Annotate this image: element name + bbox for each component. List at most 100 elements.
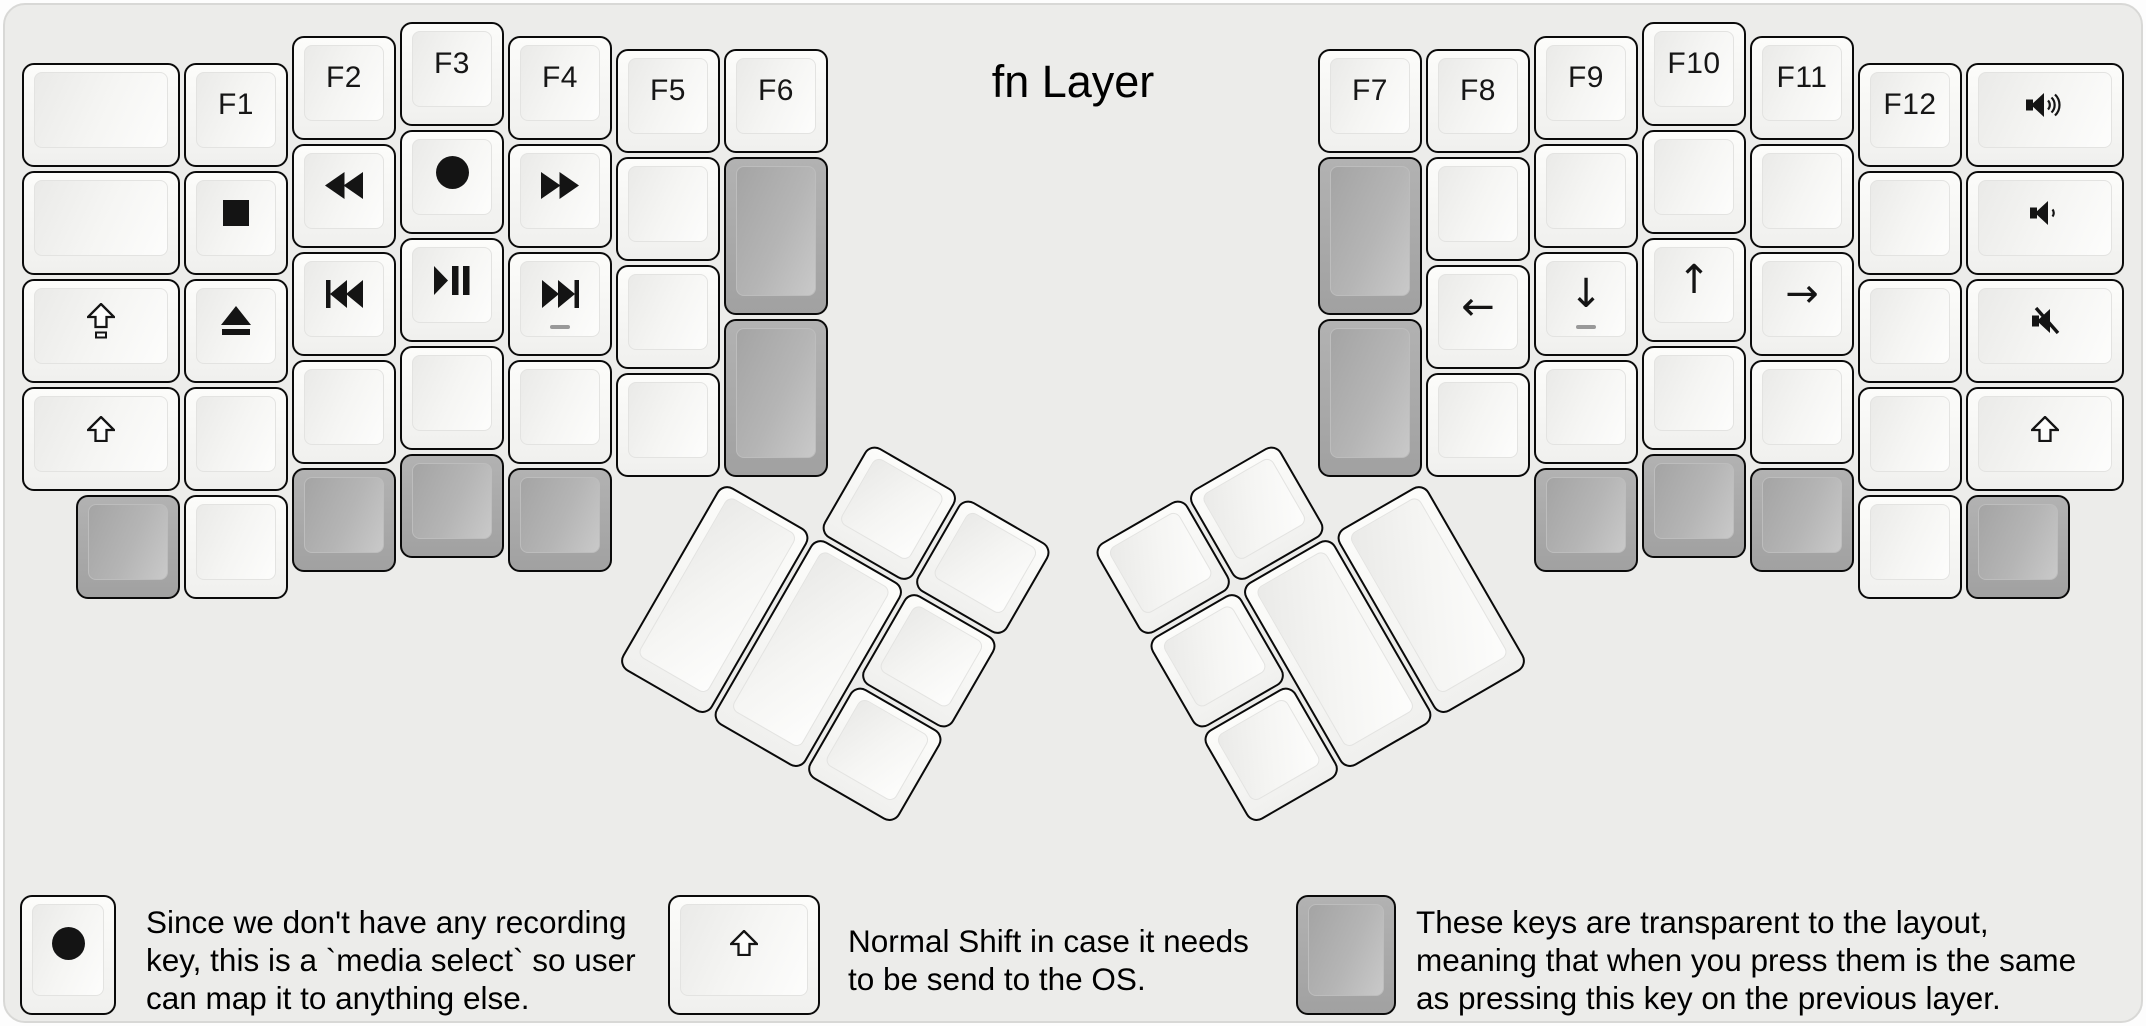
legend-line: key, this is a `media select` so user bbox=[146, 942, 636, 978]
key-volume-up[interactable] bbox=[1966, 62, 2124, 167]
keycap-surface bbox=[34, 179, 168, 256]
key-blank[interactable] bbox=[1750, 359, 1854, 464]
key-transparent[interactable] bbox=[1966, 494, 2070, 599]
keycap-surface bbox=[1762, 44, 1842, 121]
key-blank[interactable] bbox=[184, 386, 288, 491]
key-shift[interactable] bbox=[22, 386, 180, 491]
key-transparent[interactable] bbox=[292, 467, 396, 572]
key-blank[interactable] bbox=[1858, 494, 1962, 599]
key-media-select-record[interactable] bbox=[400, 130, 504, 234]
key-blank[interactable] bbox=[400, 346, 504, 450]
key-transparent[interactable] bbox=[1750, 467, 1854, 572]
key-caps-shift[interactable] bbox=[22, 278, 180, 383]
shift-icon bbox=[2031, 415, 2059, 442]
key-transparent[interactable] bbox=[1318, 157, 1422, 315]
key-blank[interactable] bbox=[292, 359, 396, 464]
key-transparent[interactable] bbox=[1318, 319, 1422, 477]
keycap-surface bbox=[1330, 58, 1410, 134]
key-f2[interactable]: F2 bbox=[292, 35, 396, 140]
keycap-surface bbox=[628, 166, 708, 242]
keycap-surface bbox=[1546, 476, 1626, 553]
keycap-surface bbox=[88, 503, 168, 580]
keycap-surface bbox=[1762, 368, 1842, 445]
key-f3[interactable]: F3 bbox=[400, 22, 504, 126]
key-blank[interactable] bbox=[616, 157, 720, 261]
key-transparent[interactable] bbox=[1534, 467, 1638, 572]
key-label: F6 bbox=[757, 74, 794, 107]
key-arrow-left[interactable]: ← bbox=[1426, 265, 1530, 369]
key-transparent[interactable] bbox=[508, 467, 612, 572]
legend-text: These keys are transparent to the layout… bbox=[1416, 903, 2076, 1017]
keycap-surface bbox=[1978, 71, 2112, 148]
key-mute[interactable] bbox=[1966, 278, 2124, 383]
key-label: F2 bbox=[325, 60, 362, 94]
key-arrow-up[interactable]: ↑ bbox=[1642, 238, 1746, 342]
key-f11[interactable]: F11 bbox=[1750, 35, 1854, 140]
key-label: F7 bbox=[1351, 74, 1388, 107]
next-track-icon bbox=[541, 279, 579, 308]
key-label: F9 bbox=[1567, 60, 1604, 94]
key-transparent[interactable] bbox=[400, 454, 504, 558]
keycap-surface bbox=[1654, 139, 1734, 215]
key-prev-track[interactable] bbox=[292, 251, 396, 356]
key-f8[interactable]: F8 bbox=[1426, 49, 1530, 153]
key-blank[interactable] bbox=[616, 265, 720, 369]
keycap-surface bbox=[412, 355, 492, 431]
key-next-track[interactable] bbox=[508, 251, 612, 356]
key-blank[interactable] bbox=[22, 62, 180, 167]
key-blank[interactable] bbox=[22, 170, 180, 275]
keycap-surface bbox=[1438, 382, 1518, 458]
legend-line: can map it to anything else. bbox=[146, 980, 530, 1016]
key-legend-example bbox=[668, 895, 820, 1015]
key-f5[interactable]: F5 bbox=[616, 49, 720, 153]
legend-line: meaning that when you press them is the … bbox=[1416, 942, 2077, 978]
key-rewind[interactable] bbox=[292, 143, 396, 248]
key-blank[interactable] bbox=[1426, 157, 1530, 261]
key-f10[interactable]: F10 bbox=[1642, 22, 1746, 126]
arrow-right-icon: → bbox=[1785, 270, 1819, 317]
key-f7[interactable]: F7 bbox=[1318, 49, 1422, 153]
key-transparent[interactable] bbox=[76, 494, 180, 599]
key-shift[interactable] bbox=[1966, 386, 2124, 491]
key-blank[interactable] bbox=[1750, 143, 1854, 248]
key-stop[interactable] bbox=[184, 170, 288, 275]
arrow-left-icon: ← bbox=[1461, 284, 1495, 330]
volume-down-icon bbox=[2030, 200, 2055, 225]
key-f4[interactable]: F4 bbox=[508, 35, 612, 140]
key-arrow-right[interactable]: → bbox=[1750, 251, 1854, 356]
key-blank[interactable] bbox=[1858, 278, 1962, 383]
key-transparent[interactable] bbox=[1642, 454, 1746, 558]
key-eject[interactable] bbox=[184, 278, 288, 383]
keycap-surface bbox=[1654, 31, 1734, 107]
keycap-surface bbox=[304, 368, 384, 445]
keycap-surface bbox=[1870, 179, 1950, 256]
keycap-surface bbox=[1438, 166, 1518, 242]
key-blank[interactable] bbox=[1426, 373, 1530, 477]
key-f9[interactable]: F9 bbox=[1534, 35, 1638, 140]
keycap-surface bbox=[1438, 274, 1518, 350]
key-transparent[interactable] bbox=[724, 157, 828, 315]
key-blank[interactable] bbox=[184, 494, 288, 599]
key-play-pause[interactable] bbox=[400, 238, 504, 342]
key-blank[interactable] bbox=[1858, 170, 1962, 275]
key-label: F8 bbox=[1459, 74, 1496, 107]
key-f12[interactable]: F12 bbox=[1858, 62, 1962, 167]
key-f1[interactable]: F1 bbox=[184, 62, 288, 167]
key-arrow-down[interactable]: ↓ bbox=[1534, 251, 1638, 356]
keycap-surface bbox=[520, 44, 600, 121]
key-f6[interactable]: F6 bbox=[724, 49, 828, 153]
key-fast-forward[interactable] bbox=[508, 143, 612, 248]
key-blank[interactable] bbox=[1858, 386, 1962, 491]
arrow-down-icon: ↓ bbox=[1569, 270, 1603, 317]
key-blank[interactable] bbox=[1534, 143, 1638, 248]
keycap-surface bbox=[628, 382, 708, 458]
key-transparent[interactable] bbox=[724, 319, 828, 477]
key-label: F10 bbox=[1667, 47, 1721, 80]
key-blank[interactable] bbox=[1642, 346, 1746, 450]
key-blank[interactable] bbox=[616, 373, 720, 477]
key-blank[interactable] bbox=[1534, 359, 1638, 464]
key-blank[interactable] bbox=[1642, 130, 1746, 234]
key-blank[interactable] bbox=[508, 359, 612, 464]
key-volume-down[interactable] bbox=[1966, 170, 2124, 275]
